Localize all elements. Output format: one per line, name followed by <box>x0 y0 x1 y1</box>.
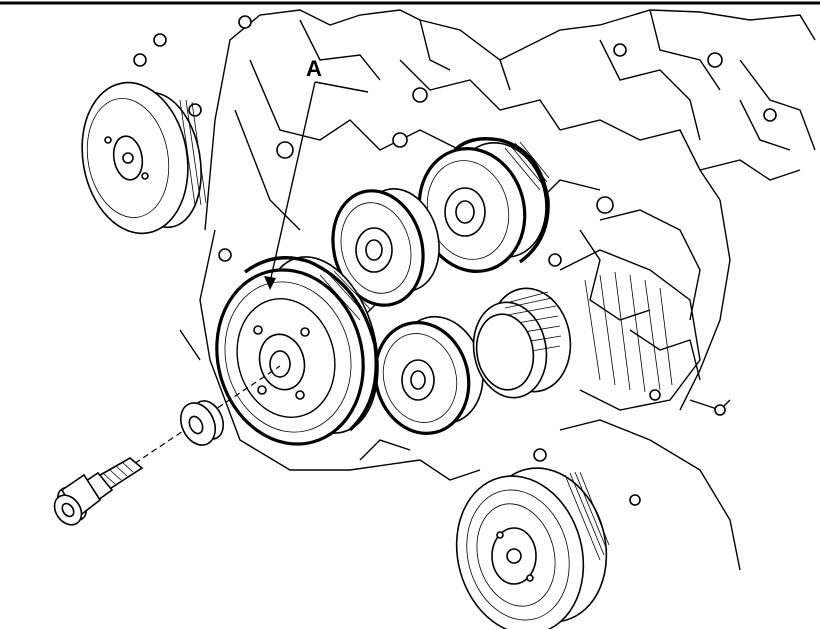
compressor-pulley <box>455 467 610 629</box>
callout-label-a: A <box>306 56 322 81</box>
block-bolt-heads <box>133 15 777 506</box>
upper-idler-pulley <box>417 137 550 273</box>
alternator-body <box>559 249 701 411</box>
callout-a: A <box>264 56 369 290</box>
upper-left-pulley <box>81 81 207 235</box>
callout-arrowhead <box>264 276 276 290</box>
middle-idler-pulley <box>331 188 440 307</box>
engine-block-outline <box>179 9 816 571</box>
lower-idler-pulley <box>373 315 484 435</box>
crankshaft-bolt[interactable] <box>49 457 144 530</box>
washer[interactable] <box>174 396 229 451</box>
crankshaft-damper-pulley[interactable] <box>198 244 397 461</box>
alternator-pulley <box>472 287 572 399</box>
